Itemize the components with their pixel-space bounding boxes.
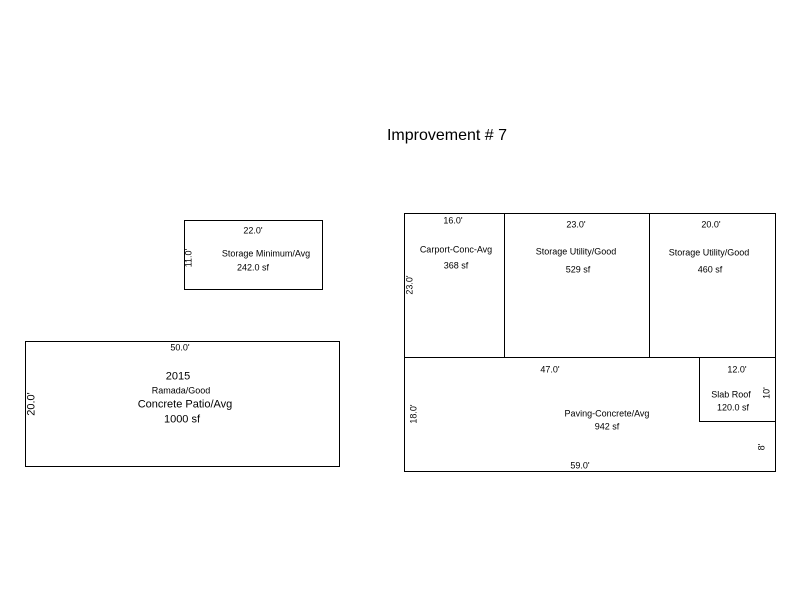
- ramada-name: Ramada/Good: [151, 385, 211, 396]
- patio-depth: 20.0': [25, 392, 38, 416]
- storage-utility-2-name: Storage Utility/Good: [668, 247, 750, 258]
- slab-roof-outline: [699, 357, 776, 422]
- storage-utility-1-name: Storage Utility/Good: [535, 246, 617, 257]
- storage-utility-2-area: 460 sf: [697, 264, 723, 275]
- paving-width-bottom: 59.0': [570, 460, 590, 471]
- patio-width: 50.0': [170, 342, 190, 353]
- slab-roof-name: Slab Roof: [711, 389, 751, 400]
- carport-depth: 23.0': [404, 275, 415, 295]
- storage-minimum-width: 22.0': [243, 225, 263, 236]
- slab-roof-depth: 10': [761, 387, 772, 399]
- carport-width: 16.0': [443, 215, 463, 226]
- divider: [404, 357, 776, 358]
- storage-utility-2-width: 20.0': [701, 219, 721, 230]
- paving-depth: 18.0': [408, 404, 419, 424]
- storage-minimum-depth: 11.0': [183, 248, 194, 268]
- storage-utility-1-width: 23.0': [566, 219, 586, 230]
- divider: [504, 213, 505, 358]
- storage-minimum-area: 242.0 sf: [236, 262, 270, 273]
- patio-outline: [25, 341, 340, 467]
- storage-minimum-outline: [184, 220, 323, 290]
- carport-area: 368 sf: [443, 260, 469, 271]
- storage-minimum-name: Storage Minimum/Avg: [221, 248, 311, 259]
- sketch-title: Improvement # 7: [386, 127, 508, 144]
- slab-roof-width: 12.0': [727, 364, 747, 375]
- storage-utility-1-area: 529 sf: [565, 264, 591, 275]
- carport-name: Carport-Conc-Avg: [419, 244, 493, 255]
- patio-area: 1000 sf: [163, 413, 201, 426]
- paving-area: 942 sf: [594, 421, 620, 432]
- paving-name: Paving-Concrete/Avg: [564, 408, 650, 419]
- paving-width-top: 47.0': [540, 364, 560, 375]
- patio-name: Concrete Patio/Avg: [137, 398, 233, 411]
- complex-outline: [404, 213, 776, 472]
- slab-roof-area: 120.0 sf: [716, 402, 750, 413]
- patio-year: 2015: [165, 370, 191, 383]
- divider: [649, 213, 650, 358]
- paving-side: 8': [756, 443, 767, 451]
